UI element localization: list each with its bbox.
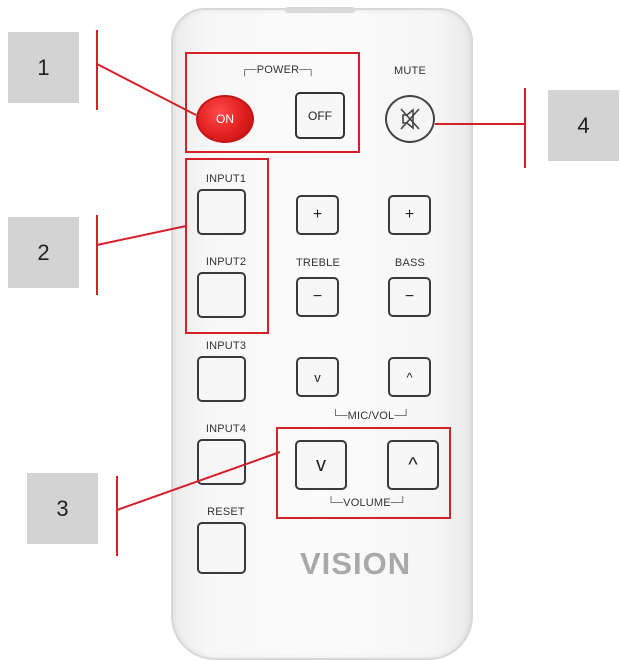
leader-line-2 bbox=[96, 225, 187, 246]
input4-button[interactable] bbox=[197, 439, 246, 485]
highlight-input-group bbox=[185, 158, 269, 334]
bass-minus-glyph: − bbox=[404, 288, 415, 305]
reset-button[interactable] bbox=[197, 522, 246, 574]
bass-minus-button[interactable]: − bbox=[388, 277, 431, 317]
volume-label: └─VOLUME─┘ bbox=[327, 497, 407, 509]
treble-plus-button[interactable]: + bbox=[296, 195, 339, 235]
brand-logo: VISION bbox=[300, 546, 412, 581]
leader-line-1 bbox=[96, 63, 197, 116]
remote-notch bbox=[285, 7, 355, 13]
input2-label: INPUT2 bbox=[205, 256, 247, 268]
callout-2-number: 2 bbox=[37, 239, 50, 265]
power-label: ┌─POWER─┐ bbox=[240, 64, 316, 76]
power-off-button[interactable]: OFF bbox=[295, 92, 345, 139]
callout-2: 2 bbox=[8, 217, 79, 288]
treble-minus-button[interactable]: − bbox=[296, 277, 339, 317]
power-off-label: OFF bbox=[308, 108, 332, 123]
input4-label: INPUT4 bbox=[205, 423, 247, 435]
power-on-button[interactable]: ON bbox=[196, 95, 254, 143]
input1-button[interactable] bbox=[197, 189, 246, 235]
input2-button[interactable] bbox=[197, 272, 246, 318]
callout-4: 4 bbox=[548, 90, 619, 161]
leader-line-3 bbox=[116, 451, 281, 511]
micvol-up-glyph: ^ bbox=[406, 369, 413, 385]
bass-plus-button[interactable]: + bbox=[388, 195, 431, 235]
volume-up-glyph: ^ bbox=[408, 453, 418, 476]
power-on-label: ON bbox=[216, 112, 234, 126]
highlight-volume-group bbox=[276, 427, 451, 519]
treble-minus-glyph: − bbox=[312, 288, 323, 305]
treble-label: TREBLE bbox=[296, 257, 340, 269]
mute-speaker-icon bbox=[400, 108, 420, 130]
bass-plus-glyph: + bbox=[404, 206, 415, 223]
micvol-label: └─MIC/VOL─┘ bbox=[331, 410, 411, 422]
callout-1: 1 bbox=[8, 32, 79, 103]
treble-plus-glyph: + bbox=[312, 206, 323, 223]
callout-1-number: 1 bbox=[37, 54, 50, 80]
callout-4-number: 4 bbox=[577, 112, 590, 138]
micvol-up-button[interactable]: ^ bbox=[388, 357, 431, 397]
reset-label: RESET bbox=[207, 506, 245, 518]
micvol-down-button[interactable]: v bbox=[296, 357, 339, 397]
volume-down-button[interactable]: v bbox=[295, 440, 347, 490]
callout-3: 3 bbox=[27, 473, 98, 544]
mute-label: MUTE bbox=[394, 65, 426, 77]
mute-button[interactable] bbox=[385, 95, 435, 143]
callout-3-number: 3 bbox=[56, 495, 69, 521]
bass-label: BASS bbox=[394, 257, 426, 269]
volume-up-button[interactable]: ^ bbox=[387, 440, 439, 490]
input3-label: INPUT3 bbox=[205, 340, 247, 352]
micvol-down-glyph: v bbox=[314, 369, 321, 385]
volume-down-glyph: v bbox=[316, 453, 326, 476]
input1-label: INPUT1 bbox=[205, 173, 247, 185]
highlight-power-group bbox=[185, 52, 360, 153]
input3-button[interactable] bbox=[197, 356, 246, 402]
